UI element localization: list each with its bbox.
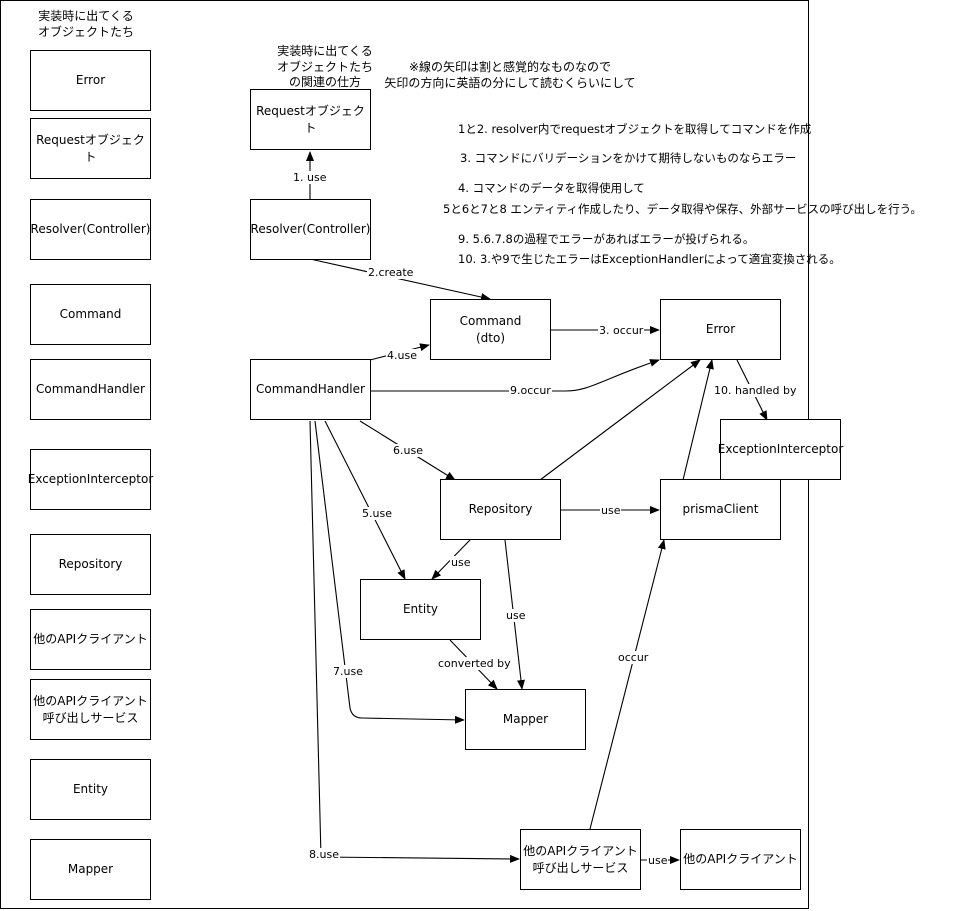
edge-label-create-2: 2.create bbox=[367, 266, 415, 280]
edge-label-use-4: 4.use bbox=[386, 349, 418, 363]
edge-handler-mapper bbox=[314, 420, 465, 724]
node-request-object: Requestオブジェクト bbox=[250, 89, 371, 150]
edge-prisma-error bbox=[682, 359, 714, 481]
legend-repository: Repository bbox=[30, 534, 151, 595]
edge-handler-entity bbox=[324, 420, 406, 580]
edge-label-handled-10: 10. handled by bbox=[713, 384, 798, 398]
legend-command-handler: CommandHandler bbox=[30, 359, 151, 420]
node-entity: Entity bbox=[360, 579, 481, 640]
note-5: 9. 5.6.7.8の過程でエラーがあればエラーが投げられる。 bbox=[458, 232, 755, 246]
note-3: 4. コマンドのデータを取得使用して bbox=[458, 181, 645, 195]
node-mapper: Mapper bbox=[465, 689, 586, 750]
note-1: 1と2. resolver内でrequestオブジェクトを取得してコマンドを作成 bbox=[458, 122, 812, 136]
legend-error: Error bbox=[30, 50, 151, 111]
edge-service-prisma bbox=[589, 539, 666, 830]
edge-repository-error bbox=[539, 359, 701, 481]
node-command: Command (dto) bbox=[430, 299, 551, 360]
legend-exception-interceptor: ExceptionInterceptor bbox=[28, 449, 153, 510]
note-6: 10. 3.や9で生じたエラーはExceptionHandlerによって適宜変換… bbox=[458, 252, 841, 266]
legend-title: 実装時に出てくる オブジェクトたち bbox=[37, 9, 134, 39]
edge-label-use-5: 5.use bbox=[361, 507, 393, 521]
node-other-api-service: 他のAPIクライアント 呼び出しサービス bbox=[520, 829, 641, 890]
legend-resolver: Resolver(Controller) bbox=[30, 199, 151, 260]
edge-label-use-7: 7.use bbox=[332, 665, 364, 679]
edge-label-repo-entity-use: use bbox=[450, 556, 472, 570]
edge-label-converted-by: converted by bbox=[437, 657, 512, 671]
note-2: 3. コマンドにバリデーションをかけて期待しないものならエラー bbox=[460, 151, 797, 165]
diagram-caveat: ※線の矢印は割と感覚的なものなので 矢印の方向に英語の分にして読むくらいにして bbox=[384, 60, 636, 90]
edge-label-use-1: 1. use bbox=[292, 171, 328, 185]
node-exception-interceptor: ExceptionInterceptor bbox=[718, 419, 843, 480]
edge-handler-error bbox=[370, 359, 660, 392]
edge-label-use-6: 6.use bbox=[392, 444, 424, 458]
edge-label-use-8: 8.use bbox=[308, 848, 340, 862]
node-repository: Repository bbox=[440, 479, 561, 540]
node-command-handler: CommandHandler bbox=[250, 359, 371, 420]
node-error: Error bbox=[660, 299, 781, 360]
legend-mapper: Mapper bbox=[30, 839, 151, 900]
note-4: 5と6と7と8 エンティティ作成したり、データ取得や保存、外部サービスの呼び出し… bbox=[443, 202, 922, 216]
node-resolver: Resolver(Controller) bbox=[250, 199, 371, 260]
legend-entity: Entity bbox=[30, 759, 151, 820]
node-prisma-client: prismaClient bbox=[660, 479, 781, 540]
edge-label-repo-prisma-use: use bbox=[600, 504, 622, 518]
edge-label-occur-9: 9.occur bbox=[509, 384, 552, 398]
node-other-api-client: 他のAPIクライアント bbox=[680, 829, 801, 890]
legend-other-api-client: 他のAPIクライアント bbox=[30, 609, 151, 670]
legend-command: Command bbox=[30, 284, 151, 345]
legend-other-api-service: 他のAPIクライアント 呼び出しサービス bbox=[30, 679, 151, 740]
diagram-title: 実装時に出てくる オブジェクトたち の関連の仕方 bbox=[276, 44, 373, 90]
edge-label-occur: occur bbox=[617, 651, 650, 665]
legend-request-object: Requestオブジェクト bbox=[30, 118, 151, 179]
edge-label-repo-mapper-use: use bbox=[505, 609, 527, 623]
edge-label-service-client-use: use bbox=[647, 854, 669, 868]
edge-label-occur-3: 3. occur bbox=[598, 324, 645, 338]
